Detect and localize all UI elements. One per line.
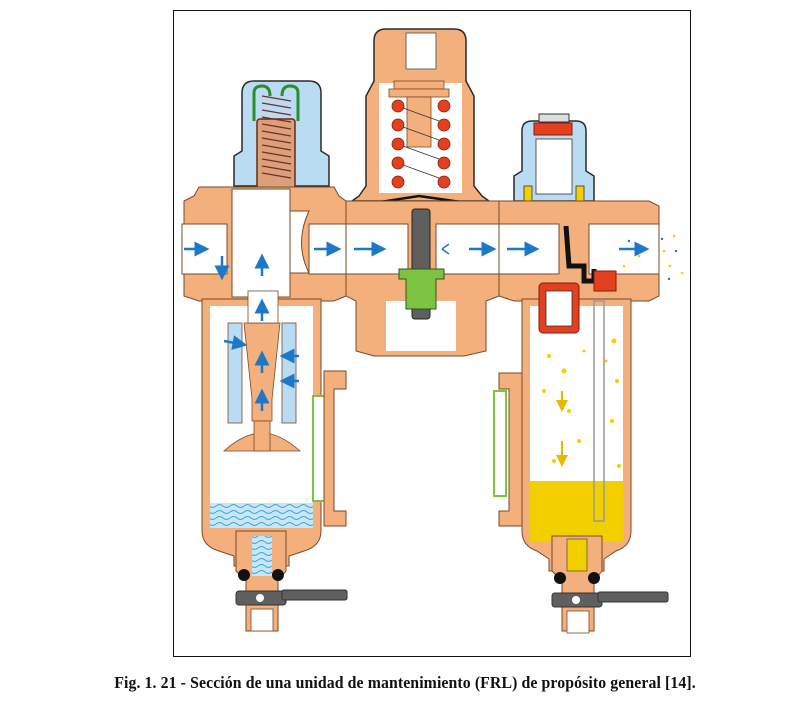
lubricator-sight-glass <box>493 390 507 497</box>
lubricator-oring-left <box>554 572 566 584</box>
filter-sight-glass <box>312 395 326 502</box>
lubricator-oil <box>530 481 623 541</box>
figure-frame <box>173 10 691 657</box>
regulator-poppet-seal <box>398 268 445 310</box>
lubricator-venturi-red <box>593 270 617 292</box>
filter-green-seal <box>252 84 300 121</box>
filter-oring-left <box>238 569 250 581</box>
filter-water <box>210 503 313 528</box>
filter-spring <box>261 95 292 179</box>
filter-unit <box>181 80 348 632</box>
filter-flow-arrows <box>184 241 342 411</box>
frl-section-diagram <box>181 28 684 634</box>
lubricator-dome <box>533 122 573 136</box>
lubricator-drain-lever <box>597 591 669 603</box>
lubricator-oring-right <box>588 572 600 584</box>
lubricator-mist-blue <box>627 237 678 281</box>
regulator-spring <box>391 99 451 189</box>
lubricator-siphon-tube <box>593 300 605 522</box>
lubricator-unit <box>493 113 684 634</box>
regulator-unit <box>345 28 500 357</box>
filter-element-left <box>227 322 243 424</box>
filter-oring-right <box>272 569 284 581</box>
filter-drain-lever <box>281 589 348 601</box>
figure-caption: Fig. 1. 21 - Sección de una unidad de ma… <box>114 673 696 692</box>
filter-central-chamber <box>231 188 291 298</box>
regulator-flow-arrows <box>354 241 497 257</box>
filter-element-right <box>281 322 297 424</box>
lubricator-oil-droplets <box>542 234 684 468</box>
regulator-knob <box>405 32 437 70</box>
